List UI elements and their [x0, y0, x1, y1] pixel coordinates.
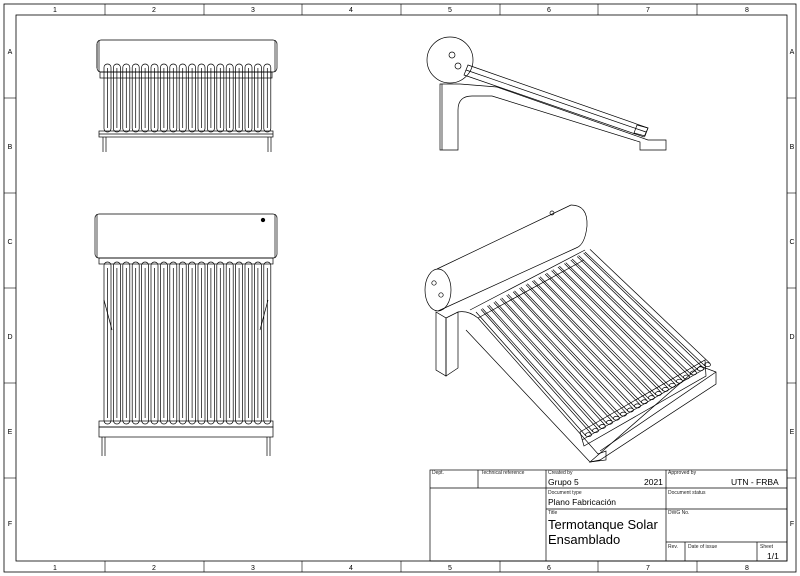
col-label-bottom: 4 [349, 565, 353, 572]
row-ticks [4, 97, 796, 479]
sheet-number: 1/1 [767, 551, 779, 561]
row-label-left: C [7, 239, 12, 246]
row-label-left: A [8, 49, 13, 56]
row-label-right: C [789, 239, 794, 246]
long-view-tubes [103, 261, 272, 425]
col-label-top: 5 [448, 7, 452, 14]
col-label-bottom: 3 [251, 565, 255, 572]
document-status-label: Document status [668, 490, 706, 496]
col-label-top: 4 [349, 7, 353, 14]
year-value: 2021 [644, 477, 663, 487]
col-label-top: 1 [53, 7, 57, 14]
drawing-title-line1: Termotanque Solar [548, 517, 658, 532]
col-label-top: 8 [745, 7, 749, 14]
col-label-bottom: 7 [646, 565, 650, 572]
row-label-left: B [8, 144, 13, 151]
created-by-value: Grupo 5 [548, 477, 579, 487]
front-view-tubes [103, 63, 272, 133]
col-label-top: 3 [251, 7, 255, 14]
isometric-tubes [475, 249, 711, 438]
sheet-label: Sheet [760, 544, 774, 550]
column-ticks [104, 4, 698, 572]
inner-border [15, 14, 788, 562]
row-label-right: B [790, 144, 795, 151]
approved-by-label: Approved by [668, 470, 697, 476]
document-type-value: Plano Fabricación [548, 497, 617, 507]
row-label-left: E [8, 429, 13, 436]
document-type-label: Document type [548, 490, 582, 496]
row-label-right: F [790, 521, 794, 528]
title-block-lines [429, 469, 788, 562]
col-label-top: 6 [547, 7, 551, 14]
front-view-long [94, 213, 278, 456]
col-label-top: 2 [152, 7, 156, 14]
front-view-top [96, 39, 278, 152]
technical-reference-label: Technical reference [481, 470, 525, 476]
row-label-right: E [790, 429, 795, 436]
col-label-bottom: 2 [152, 565, 156, 572]
col-label-top: 7 [646, 7, 650, 14]
row-label-right: A [790, 49, 795, 56]
row-label-right: D [789, 334, 794, 341]
approved-by-value: UTN - FRBA [731, 477, 779, 487]
created-by-label: Created by [548, 470, 573, 476]
col-label-bottom: 8 [745, 565, 749, 572]
side-view [426, 36, 667, 151]
col-label-bottom: 1 [53, 565, 57, 572]
col-label-bottom: 6 [547, 565, 551, 572]
date-of-issue-label: Date of issue [688, 544, 718, 550]
col-label-bottom: 5 [448, 565, 452, 572]
dept-label: Dept. [432, 470, 444, 476]
dwg-no-label: DWG No. [668, 510, 690, 516]
title-label: Title [548, 510, 558, 516]
row-label-left: F [8, 521, 12, 528]
drawing-title-line2: Ensamblado [548, 532, 621, 547]
rev-label: Rev. [668, 544, 678, 550]
row-label-left: D [7, 334, 12, 341]
isometric-view [424, 204, 717, 463]
